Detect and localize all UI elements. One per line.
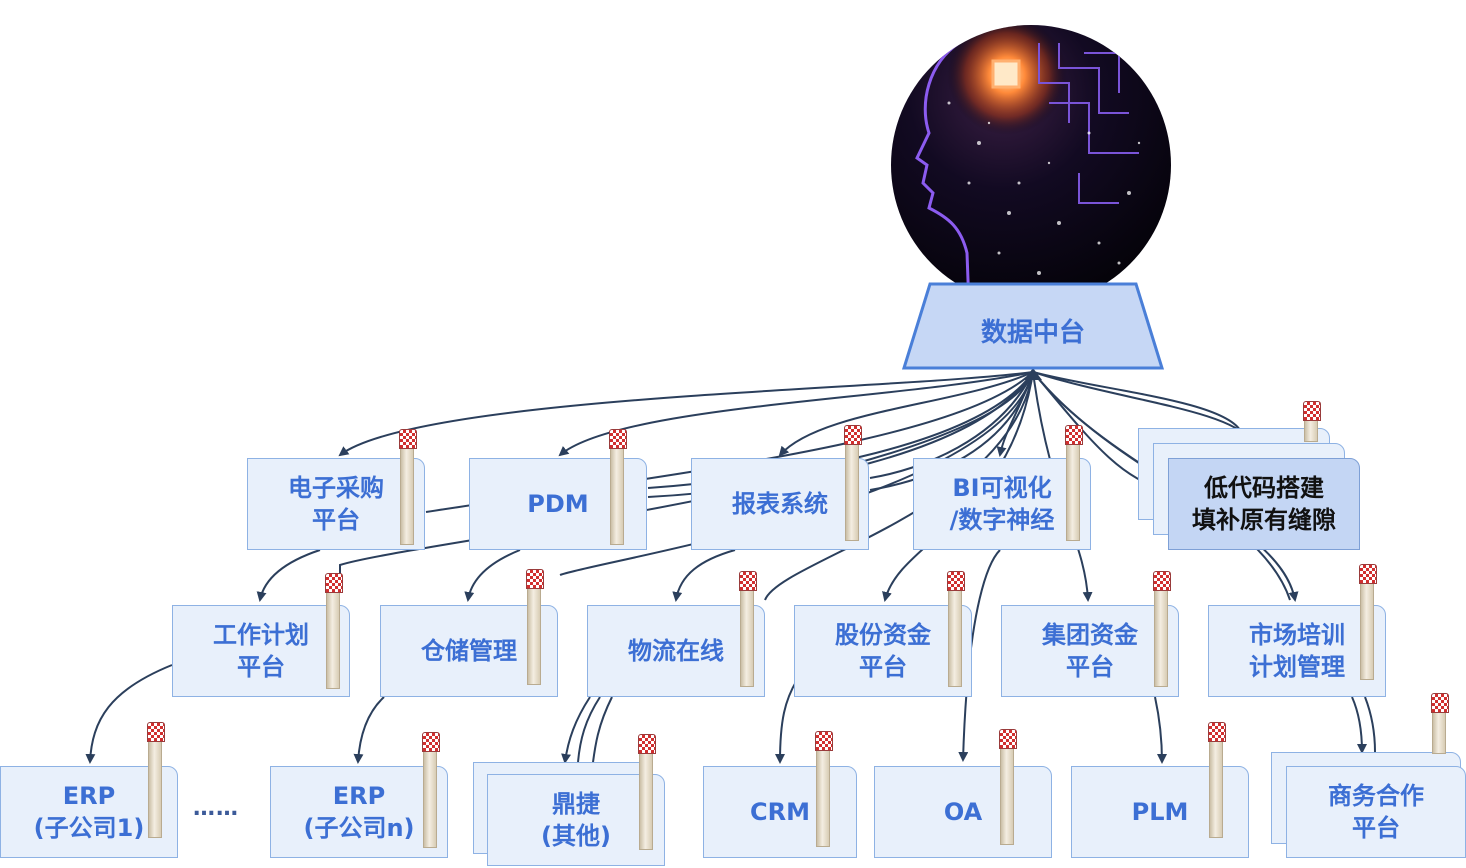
- edge-workplan-erp1: [85, 664, 173, 764]
- node-logistics: 物流在线: [587, 605, 765, 697]
- pillar-icon: [399, 429, 417, 545]
- pillar-icon: [844, 425, 862, 541]
- hub-arrowhead: [1024, 368, 1042, 380]
- edge-bi-oa: [958, 549, 1001, 762]
- ai-brain-icon: [891, 25, 1171, 305]
- pillar-icon: [815, 731, 833, 847]
- pillar-icon: [739, 571, 757, 687]
- pillar-icon: [1153, 571, 1171, 687]
- node-lowcode: 低代码搭建 填补原有缝隙: [1168, 458, 1360, 550]
- pillar-icon: [1431, 693, 1449, 754]
- data-middle-platform: [901, 282, 1165, 370]
- pillar-icon: [1359, 564, 1377, 680]
- pillar-icon: [1208, 722, 1226, 838]
- edge-hub-ecommerce: [338, 371, 1034, 457]
- edge-report-logistics: [672, 549, 736, 602]
- edge-hub-lowcode-2: [1032, 371, 1241, 431]
- node-crm: CRM: [703, 766, 857, 858]
- node-group-fund: 集团资金 平台: [1001, 605, 1179, 697]
- edge-equity-crm: [775, 679, 798, 764]
- edge-group-plm: [1154, 696, 1167, 764]
- node-workplan: 工作计划 平台: [172, 605, 350, 697]
- node-bi: BI可视化 /数字神经: [913, 458, 1091, 550]
- pillar-icon: [1065, 425, 1083, 541]
- pillar-icon: [325, 573, 343, 689]
- edge-hub-pdm: [558, 371, 1034, 457]
- edge-ecommerce-workplan: [256, 549, 321, 602]
- edge-hub-logistics: [764, 371, 1034, 601]
- edge-logistics-dingjie-3: [591, 696, 613, 771]
- node-report: 报表系统: [691, 458, 869, 550]
- pillar-icon: [526, 569, 544, 685]
- edge-hub-report-side-2: [869, 371, 1034, 491]
- ellipsis-text: ……: [193, 796, 239, 821]
- node-dingjie: 鼎捷 (其他): [487, 774, 665, 866]
- node-business: 商务合作 平台: [1286, 766, 1466, 858]
- pillar-icon: [947, 571, 965, 687]
- pillar-icon: [638, 734, 656, 850]
- pillar-icon: [422, 732, 440, 848]
- node-ecommerce: 电子采购 平台: [247, 458, 425, 550]
- pillar-icon: [999, 729, 1017, 845]
- node-market-train: 市场培训 计划管理: [1208, 605, 1386, 697]
- pillar-icon: [147, 722, 165, 838]
- edge-logistics-dingjie: [561, 696, 591, 764]
- pillar-icon: [1303, 401, 1321, 442]
- node-oa: OA: [874, 766, 1052, 858]
- edge-logistics-dingjie-2: [577, 696, 601, 763]
- edge-hub-workplan: [339, 371, 1034, 575]
- edge-market-business: [1351, 696, 1367, 754]
- edge-pdm-warehouse: [464, 549, 521, 602]
- node-erp-n: ERP (子公司n): [270, 766, 448, 858]
- hub-label: 数据中台: [980, 318, 1085, 348]
- edge-warehouse-erpn: [353, 696, 385, 764]
- pillar-icon: [609, 429, 627, 545]
- edge-hub-report-side: [869, 371, 1034, 479]
- edge-market-business-2: [1364, 696, 1376, 753]
- edge-hub-report: [778, 371, 1034, 457]
- node-equity-fund: 股份资金 平台: [794, 605, 972, 697]
